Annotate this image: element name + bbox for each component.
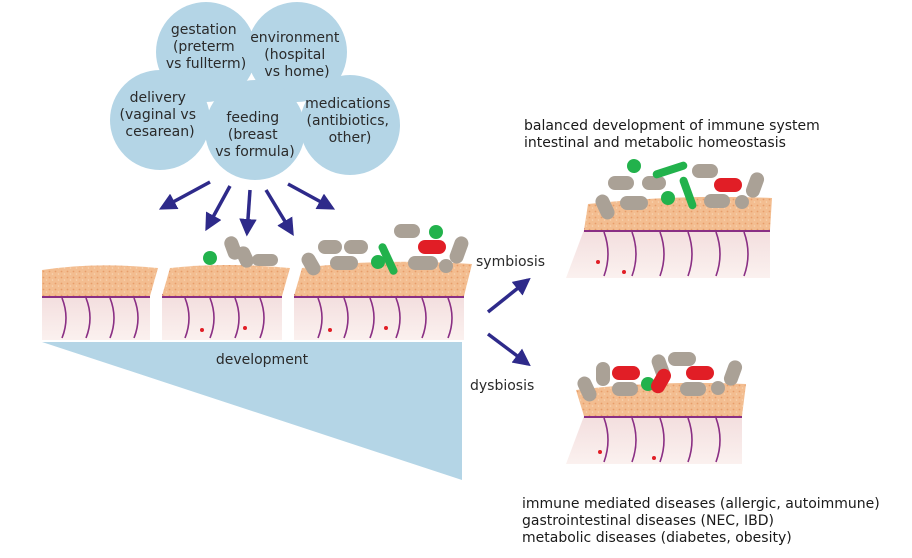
factor-label-feeding: feeding (breast vs formula) bbox=[215, 110, 294, 160]
gray-bacterium-icon bbox=[236, 246, 254, 268]
gray-bacterium-icon bbox=[330, 256, 358, 270]
arrow-icon bbox=[486, 277, 531, 314]
arrow-icon bbox=[486, 332, 531, 367]
gray-bacterium-icon bbox=[439, 259, 453, 273]
factor-circle-medications bbox=[300, 75, 400, 175]
arrow-icon bbox=[264, 189, 294, 236]
gray-bacterium-icon bbox=[620, 196, 648, 210]
dysbiosis-panel: immune mediated diseases (allergic, auto… bbox=[522, 352, 884, 546]
factor-circle-feeding bbox=[205, 80, 305, 180]
green-bacterium-icon bbox=[429, 225, 443, 239]
gray-bacterium-icon bbox=[449, 236, 469, 264]
development-label: development bbox=[216, 352, 309, 368]
red-bacterium-icon bbox=[686, 366, 714, 380]
factor-label-environment: environment (hospital vs home) bbox=[250, 30, 344, 80]
gray-bacterium-icon bbox=[608, 176, 634, 190]
epithelium-segment-late bbox=[294, 261, 472, 340]
influence-arrows bbox=[158, 180, 336, 237]
gray-bacterium-icon bbox=[680, 382, 706, 396]
bacteria-early bbox=[203, 236, 278, 268]
gray-bacterium-icon bbox=[704, 194, 730, 208]
factor-circle-environment bbox=[247, 2, 347, 102]
bacteria-symbiosis bbox=[595, 159, 765, 220]
epithelium-segment-mid bbox=[162, 265, 290, 340]
bacteria-late bbox=[301, 224, 469, 276]
gray-bacterium-icon bbox=[723, 360, 743, 386]
green-rod-bacterium-icon bbox=[679, 176, 697, 210]
red-bacterium-icon bbox=[714, 178, 742, 192]
dysbiosis-outcome-text: immune mediated diseases (allergic, auto… bbox=[522, 496, 884, 546]
arrow-icon bbox=[158, 180, 211, 210]
gray-bacterium-icon bbox=[252, 254, 278, 266]
gray-bacterium-icon bbox=[735, 195, 749, 209]
epithelium-segment-early bbox=[42, 265, 158, 340]
development-wedge bbox=[42, 342, 462, 480]
gray-bacterium-icon bbox=[577, 376, 597, 402]
gray-bacterium-icon bbox=[711, 381, 725, 395]
red-bacterium-icon bbox=[612, 366, 640, 380]
green-rod-bacterium-icon bbox=[652, 161, 688, 179]
epithelium-development-strip bbox=[42, 261, 472, 340]
factor-labels: gestation (preterm vs fullterm) environm… bbox=[120, 22, 395, 160]
dysbiosis-label: dysbiosis bbox=[470, 378, 534, 394]
red-bacterium-icon bbox=[651, 368, 671, 394]
gray-bacterium-icon bbox=[408, 256, 438, 270]
gray-bacterium-icon bbox=[612, 382, 638, 396]
green-bacterium-icon bbox=[661, 191, 675, 205]
gray-bacterium-icon bbox=[596, 362, 610, 386]
gray-bacterium-icon bbox=[668, 352, 696, 366]
branch-arrows bbox=[486, 277, 531, 367]
epithelium-symbiosis bbox=[566, 196, 772, 278]
red-bacterium-icon bbox=[418, 240, 446, 254]
symbiosis-label: symbiosis bbox=[476, 254, 545, 270]
green-bacterium-icon bbox=[627, 159, 641, 173]
factor-label-medications: medications (antibiotics, other) bbox=[305, 96, 395, 146]
factor-circles bbox=[110, 2, 400, 180]
gray-bacterium-icon bbox=[318, 240, 342, 254]
gray-bacterium-icon bbox=[692, 164, 718, 178]
arrow-icon bbox=[287, 182, 336, 210]
symbiosis-outcome-text: balanced development of immune system in… bbox=[524, 118, 824, 151]
gray-bacterium-icon bbox=[394, 224, 420, 238]
green-bacterium-icon bbox=[203, 251, 217, 265]
gray-bacterium-icon bbox=[642, 176, 666, 190]
arrow-icon bbox=[239, 189, 257, 237]
factor-circle-delivery bbox=[110, 70, 210, 170]
symbiosis-panel: balanced development of immune system in… bbox=[524, 118, 824, 278]
gray-bacterium-icon bbox=[301, 252, 321, 276]
bacteria-dysbiosis bbox=[577, 352, 743, 402]
arrow-icon bbox=[205, 185, 232, 232]
green-bacterium-icon bbox=[371, 255, 385, 269]
gray-bacterium-icon bbox=[595, 194, 615, 220]
gray-bacterium-icon bbox=[344, 240, 368, 254]
green-rod-bacterium-icon bbox=[378, 243, 398, 275]
gray-bacterium-icon bbox=[745, 172, 765, 198]
factor-label-gestation: gestation (preterm vs fullterm) bbox=[166, 22, 246, 72]
factor-label-delivery: delivery (vaginal vs cesarean) bbox=[120, 90, 201, 140]
